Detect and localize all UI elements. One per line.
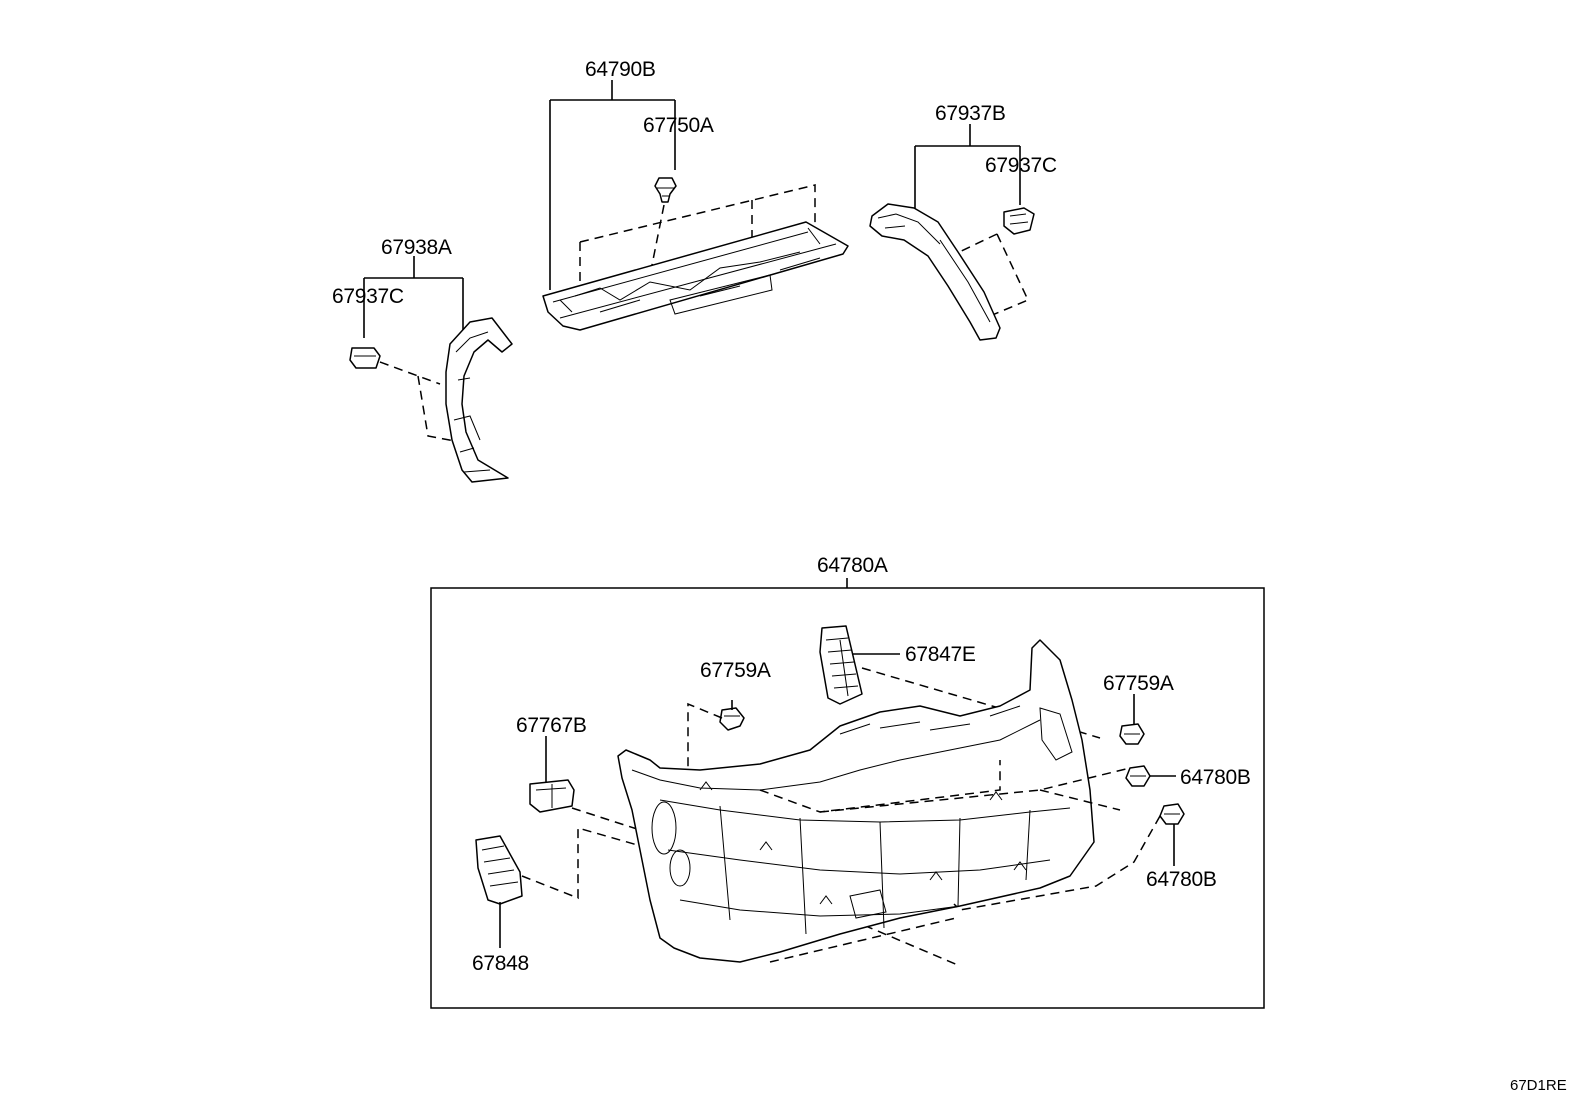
callout-67937c-right: 67937C — [985, 154, 1057, 177]
callout-67847e: 67847E — [905, 643, 976, 666]
callout-labels: 64790B 67750A 67937B 67937C 67938A 67937… — [332, 58, 1567, 1094]
assembly-frame — [430, 587, 1265, 1009]
fastener-64780b-lower-icon — [1159, 803, 1185, 825]
callout-67759a-right: 67759A — [1103, 672, 1174, 695]
callout-64780b-lower: 64780B — [1146, 868, 1217, 891]
callout-67848: 67848 — [472, 952, 529, 975]
callout-67750a: 67750A — [643, 114, 714, 137]
callout-67937c-left: 67937C — [332, 285, 404, 308]
grille-67847e-icon — [819, 625, 863, 705]
cover-cap-67937c-right-icon — [1003, 207, 1035, 235]
pillar-trim-left-icon — [445, 317, 513, 483]
cover-cap-67937c-left-icon — [349, 347, 381, 369]
clip-67759a-left-icon — [719, 707, 745, 731]
fastener-64780b-upper-icon — [1125, 765, 1151, 787]
callout-67767b: 67767B — [516, 714, 587, 737]
back-door-garnish-assembly — [542, 80, 849, 331]
grille-67848-icon — [475, 835, 523, 905]
callout-67938a: 67938A — [381, 236, 452, 259]
figure-code: 67D1RE — [1510, 1077, 1567, 1094]
clip-67759a-right-icon — [1119, 723, 1145, 745]
cover-67767b-icon — [529, 779, 575, 813]
callout-67759a-left: 67759A — [700, 659, 771, 682]
back-door-trim-board-assembly — [430, 578, 1265, 1009]
callout-67937b: 67937B — [935, 102, 1006, 125]
back-door-trim-board-icon — [617, 639, 1095, 963]
clip-67750a-icon — [654, 177, 677, 203]
callout-64780b-upper: 64780B — [1180, 766, 1251, 789]
quarter-trim-right-assembly — [869, 124, 1035, 341]
back-door-garnish-icon — [542, 221, 849, 331]
callout-64790b: 64790B — [585, 58, 656, 81]
callout-64780a: 64780A — [817, 554, 888, 577]
quarter-trim-right-icon — [869, 203, 1001, 341]
pillar-trim-left-assembly — [349, 256, 513, 483]
